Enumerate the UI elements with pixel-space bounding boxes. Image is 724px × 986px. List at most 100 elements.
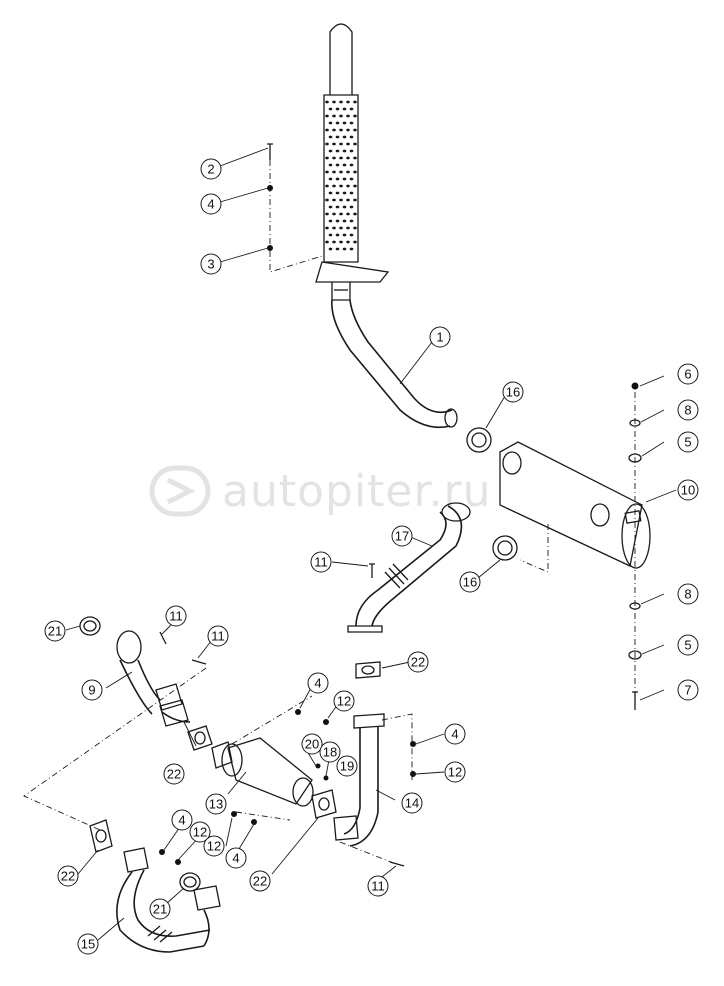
svg-text:1: 1 bbox=[436, 330, 443, 345]
perforations bbox=[325, 100, 357, 251]
callout-15: 15 bbox=[77, 933, 99, 955]
svg-text:3: 3 bbox=[207, 257, 214, 272]
callouts: 2 4 3 1 16 6 8 5 10 8 5 7 11 17 16 22 4 … bbox=[44, 158, 699, 955]
svg-text:19: 19 bbox=[340, 759, 354, 774]
leader-lines bbox=[65, 147, 677, 941]
callout-12-mid: 12 bbox=[333, 690, 355, 712]
svg-text:21: 21 bbox=[153, 902, 167, 917]
callout-11-mid: 11 bbox=[310, 551, 332, 573]
callout-12-right: 12 bbox=[444, 761, 466, 783]
svg-text:9: 9 bbox=[88, 683, 95, 698]
svg-text:14: 14 bbox=[405, 796, 419, 811]
callout-5-top: 5 bbox=[677, 431, 699, 453]
callout-12-bottom-a: 12 bbox=[189, 821, 211, 843]
svg-text:13: 13 bbox=[209, 797, 223, 812]
callout-16-bottom: 16 bbox=[459, 571, 481, 593]
watermark-text: autopiter.ru bbox=[222, 466, 492, 517]
svg-text:21: 21 bbox=[48, 624, 62, 639]
svg-text:12: 12 bbox=[207, 839, 221, 854]
svg-text:6: 6 bbox=[684, 367, 691, 382]
arrow-right-icon bbox=[149, 465, 211, 517]
svg-text:22: 22 bbox=[411, 655, 425, 670]
callout-21-top: 21 bbox=[44, 620, 66, 642]
callout-22-center: 22 bbox=[249, 870, 271, 892]
clamp-16-lower bbox=[492, 535, 518, 561]
pipe-17 bbox=[355, 511, 447, 627]
svg-text:5: 5 bbox=[684, 638, 691, 653]
svg-text:4: 4 bbox=[314, 676, 321, 691]
callout-4-mid: 4 bbox=[307, 672, 329, 694]
front-pipe-9 bbox=[116, 630, 191, 727]
watermark-chevron bbox=[166, 477, 196, 505]
callout-21-bottom: 21 bbox=[149, 898, 171, 920]
callout-11-left-a: 11 bbox=[165, 605, 187, 627]
svg-text:8: 8 bbox=[684, 587, 691, 602]
callout-8-top: 8 bbox=[677, 399, 699, 421]
y-pipe-15 bbox=[116, 847, 221, 953]
svg-text:11: 11 bbox=[169, 609, 183, 624]
callout-17: 17 bbox=[391, 525, 413, 547]
svg-text:11: 11 bbox=[211, 629, 225, 644]
callout-20: 20 bbox=[301, 733, 323, 755]
catalytic-converter-13 bbox=[221, 737, 314, 807]
svg-text:7: 7 bbox=[684, 683, 691, 698]
callout-4-top: 4 bbox=[200, 193, 222, 215]
callout-4-bottom-a: 4 bbox=[171, 809, 193, 831]
clamp-16-upper bbox=[466, 427, 492, 453]
callout-9: 9 bbox=[81, 679, 103, 701]
gasket-22-bottom bbox=[89, 819, 113, 853]
svg-text:4: 4 bbox=[232, 851, 239, 866]
svg-text:15: 15 bbox=[81, 937, 95, 952]
svg-text:4: 4 bbox=[451, 727, 458, 742]
svg-text:22: 22 bbox=[61, 869, 75, 884]
ring-21-bottom bbox=[179, 872, 201, 892]
svg-text:22: 22 bbox=[253, 874, 267, 889]
svg-text:12: 12 bbox=[448, 765, 462, 780]
callout-6: 6 bbox=[677, 363, 699, 385]
assembly-lines bbox=[23, 160, 636, 865]
ring-21-top bbox=[79, 616, 101, 636]
callout-10: 10 bbox=[677, 479, 699, 501]
svg-text:10: 10 bbox=[681, 483, 695, 498]
callout-14: 14 bbox=[401, 792, 423, 814]
callout-16-top: 16 bbox=[502, 381, 524, 403]
callout-11-left-b: 11 bbox=[207, 625, 229, 647]
callout-22-bottom: 22 bbox=[57, 865, 79, 887]
svg-text:12: 12 bbox=[193, 825, 207, 840]
callout-1: 1 bbox=[429, 326, 451, 348]
callout-5-bottom: 5 bbox=[677, 634, 699, 656]
svg-text:20: 20 bbox=[305, 737, 319, 752]
pipe-14 bbox=[333, 713, 385, 847]
muffler-10 bbox=[499, 441, 651, 569]
svg-text:16: 16 bbox=[506, 385, 520, 400]
callout-7: 7 bbox=[677, 679, 699, 701]
callout-12-bottom-b: 12 bbox=[203, 835, 225, 857]
gasket-22-left bbox=[187, 725, 213, 751]
gasket-22-mid bbox=[355, 661, 381, 679]
callout-11-bottom: 11 bbox=[367, 875, 389, 897]
callout-4-right: 4 bbox=[444, 723, 466, 745]
tailpipe-stack bbox=[315, 23, 390, 301]
svg-text:11: 11 bbox=[314, 555, 328, 570]
callout-3: 3 bbox=[200, 253, 222, 275]
callout-22-left: 22 bbox=[163, 763, 185, 785]
svg-text:5: 5 bbox=[684, 435, 691, 450]
callout-18: 18 bbox=[319, 741, 341, 763]
callout-19: 19 bbox=[336, 755, 358, 777]
svg-text:18: 18 bbox=[323, 745, 337, 760]
svg-text:11: 11 bbox=[371, 879, 385, 894]
pipe-1 bbox=[331, 299, 451, 429]
svg-text:4: 4 bbox=[178, 813, 185, 828]
callout-8-bottom: 8 bbox=[677, 583, 699, 605]
callout-2: 2 bbox=[200, 158, 222, 180]
watermark: autopiter.ru bbox=[149, 465, 492, 517]
callout-4-bottom-b: 4 bbox=[225, 847, 247, 869]
svg-text:17: 17 bbox=[395, 529, 409, 544]
svg-text:8: 8 bbox=[684, 403, 691, 418]
svg-text:22: 22 bbox=[167, 767, 181, 782]
svg-text:16: 16 bbox=[463, 575, 477, 590]
svg-text:2: 2 bbox=[207, 162, 214, 177]
svg-text:12: 12 bbox=[337, 694, 351, 709]
